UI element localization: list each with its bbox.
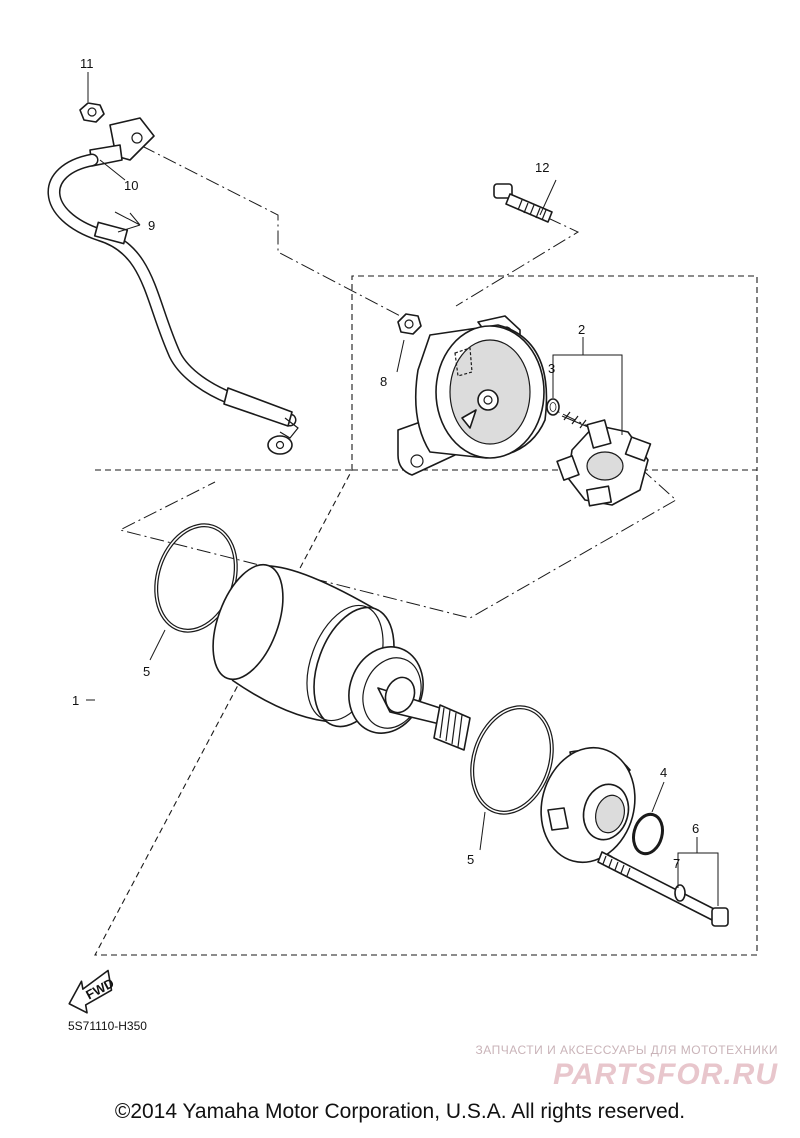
watermark-logo: PARTSFOR.RU	[553, 1058, 778, 1091]
brush-holder-part-2	[556, 411, 652, 507]
callout-2: 2	[578, 322, 585, 337]
diagram-code: 5S71110-H350	[68, 1019, 147, 1033]
o-ring-part-5-lower	[470, 705, 554, 815]
o-ring-part-4	[632, 812, 664, 856]
front-cover	[540, 746, 636, 864]
callout-6: 6	[692, 821, 699, 836]
callout-5-lower: 5	[467, 852, 474, 867]
forward-direction-arrow: FWD	[68, 969, 116, 1014]
centerline-bolt-to-cover	[455, 217, 580, 307]
starter-cable-part-9	[47, 117, 299, 455]
nut-part-11	[79, 102, 105, 123]
motor-yoke	[212, 563, 471, 751]
callout-7: 7	[673, 856, 680, 871]
through-bolt-part-6	[597, 851, 729, 927]
watermark-caption: ЗАПЧАСТИ И АКСЕССУАРЫ ДЛЯ МОТОТЕХНИКИ	[475, 1043, 778, 1057]
callout-9: 9	[148, 218, 155, 233]
callout-4: 4	[660, 765, 667, 780]
rear-cover	[397, 315, 548, 476]
callout-3: 3	[548, 361, 555, 376]
callout-1: 1	[72, 693, 79, 708]
callout-8: 8	[380, 374, 387, 389]
callout-12: 12	[535, 160, 549, 175]
assembly-boundary-upper	[351, 275, 758, 470]
callout-11: 11	[80, 56, 94, 71]
callout-5-upper: 5	[143, 664, 150, 679]
fwd-label: FWD	[83, 975, 116, 1002]
callout-10: 10	[124, 178, 138, 193]
copyright-notice: ©2014 Yamaha Motor Corporation, U.S.A. A…	[114, 1100, 686, 1123]
nut-part-8	[397, 313, 422, 335]
o-ring-part-3	[546, 398, 560, 416]
centerline-cable-to-nut	[141, 145, 405, 319]
bolt-part-12	[493, 183, 553, 223]
leader-lines	[86, 72, 719, 906]
